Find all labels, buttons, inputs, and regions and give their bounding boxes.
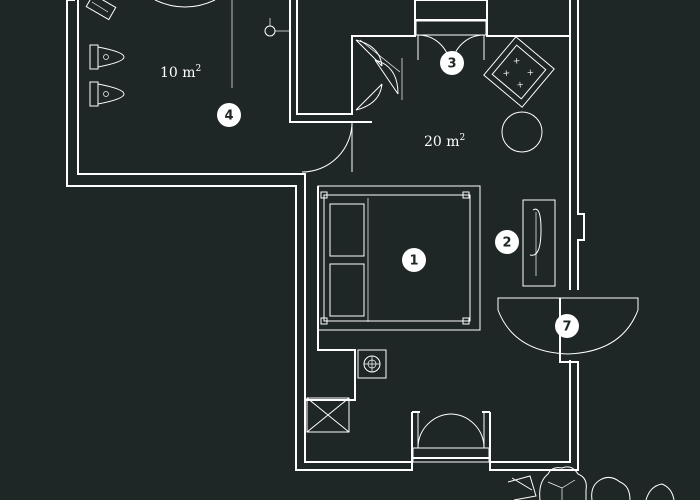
marker-bed: 1: [402, 248, 426, 272]
svg-text:7: 7: [562, 320, 571, 335]
svg-text:3: 3: [447, 57, 456, 72]
bidet: [89, 81, 125, 107]
marker-dresser: 2: [495, 230, 519, 254]
bedroom-area-label: 20 m2: [424, 133, 465, 150]
inner-wall: [77, 0, 571, 463]
balcony: [497, 297, 639, 355]
bedroom-furniture: [306, 36, 639, 433]
mattress: [323, 194, 471, 322]
svg-text:2: 2: [502, 236, 511, 251]
marker-armchair: 3: [440, 51, 464, 75]
tree-detail: [547, 479, 576, 500]
sink: [85, 0, 117, 21]
bottom-double-door: [412, 412, 490, 463]
armchair: [483, 36, 555, 108]
pillow: [329, 203, 365, 257]
floor-fan: [357, 349, 387, 379]
garden-chair: [507, 475, 537, 500]
tree: [539, 466, 587, 500]
toilet: [89, 44, 125, 70]
partition-wall: [289, 0, 488, 123]
top-wall: [414, 0, 570, 37]
wardrobe-doors: [355, 39, 403, 111]
round-table: [501, 111, 543, 153]
svg-text:4: 4: [224, 109, 233, 124]
bathroom-area-label: 10 m2: [160, 64, 201, 81]
dresser: [522, 199, 556, 287]
marker-balcony: 7: [555, 314, 579, 338]
bed-platform: [317, 185, 481, 331]
svg-text:1: 1: [409, 254, 418, 269]
bathroom-fixtures: [85, 0, 290, 107]
bed-posts: [320, 191, 470, 325]
shrub: [645, 483, 675, 500]
shrub: [591, 476, 631, 500]
bathroom-door: [301, 121, 353, 173]
shower-drain: [264, 18, 290, 37]
walls: [66, 0, 585, 471]
marker-bathroom: 4: [217, 103, 241, 127]
pillow: [329, 263, 365, 317]
bathtub: [154, 0, 216, 8]
storage-box: [306, 397, 350, 433]
garden: [507, 466, 675, 500]
bottom-recess: [304, 400, 491, 470]
